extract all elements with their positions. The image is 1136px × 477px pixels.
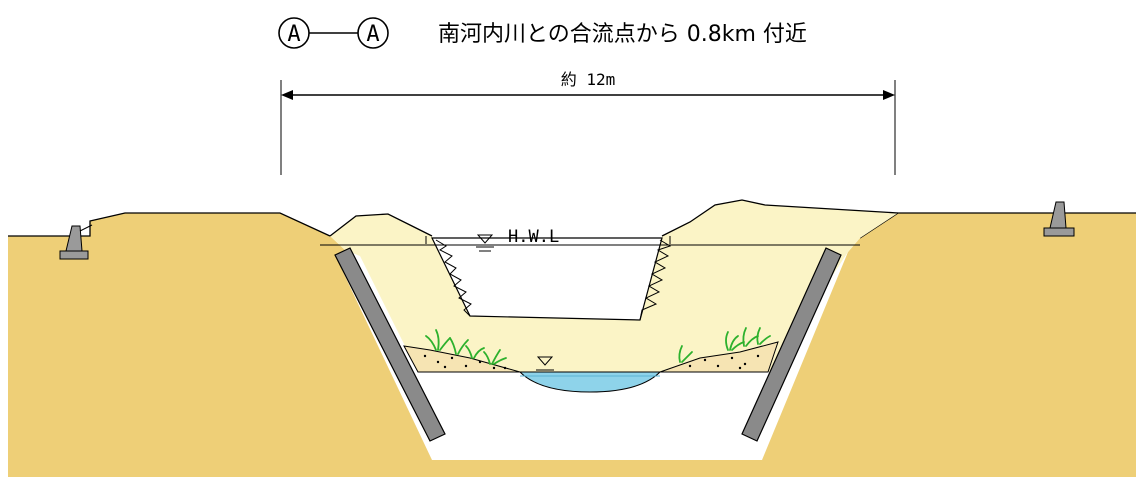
section-marker-right-label: A [366,22,379,47]
sheet-pile-right [741,247,842,442]
dimension-arrow-left [281,90,293,100]
embankment-fill [330,200,898,372]
vegetation-left [425,329,507,365]
embankment-outline [329,199,899,237]
ground-fill [8,213,1136,477]
revetment-left [435,239,472,317]
sediment-dots [423,354,760,370]
revetment-right [639,239,672,321]
concrete-block-left [59,224,93,260]
section-marker-left-label: A [287,22,300,47]
section-title: 南河内川との合流点から 0.8km 付近 [438,22,807,47]
hwl-water-level-icon [476,234,494,252]
channel-top-posts [425,236,671,244]
low-water-level-icon [536,356,554,371]
low-water [518,371,662,393]
vegetation-right [678,327,771,363]
hwl-label: H.W.L [508,227,559,247]
concrete-block-right [1043,201,1075,237]
sediment-left [403,345,521,373]
sheet-pile-left [334,247,446,442]
dimension-arrow-right [883,90,895,100]
dimension-label: 約 12m [561,70,616,89]
section-marker-right: A [357,17,389,49]
section-marker-left: A [278,17,310,49]
